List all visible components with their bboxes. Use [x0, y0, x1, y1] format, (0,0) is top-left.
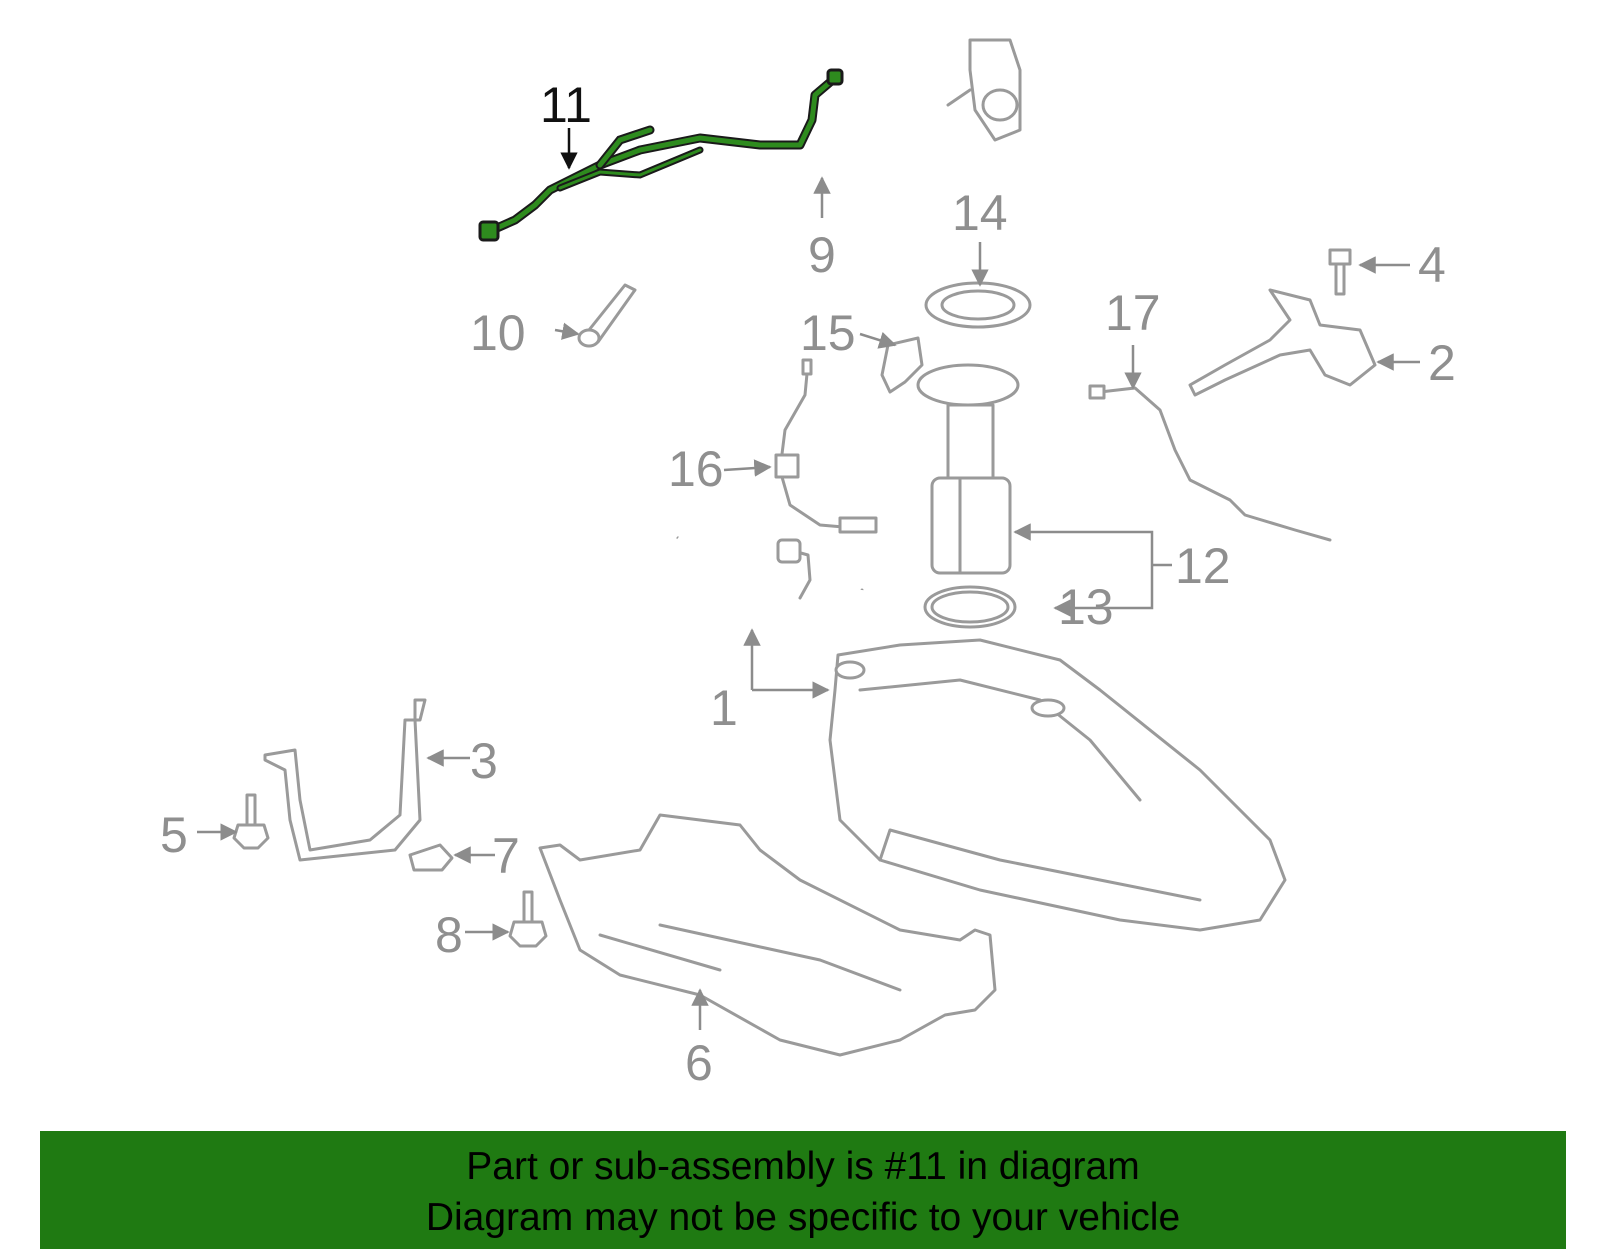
part-13-seal[interactable] [923, 585, 1017, 629]
part-14-lock-ring[interactable] [924, 281, 1032, 329]
part-12-fuel-pump[interactable] [916, 363, 1020, 575]
callout-6: 6 [685, 1035, 713, 1091]
callout-11: 11 [540, 77, 592, 133]
part-16-sender[interactable] [774, 358, 878, 534]
callout-15: 15 [800, 305, 856, 361]
part-8-bolt[interactable] [508, 890, 548, 948]
part-2-bracket[interactable] [1188, 288, 1377, 397]
callout-1: 1 [710, 680, 738, 736]
callout-17: 17 [1105, 285, 1161, 341]
part-9-filler-pipe[interactable] [635, 38, 1022, 260]
part-7-nut[interactable] [408, 843, 454, 872]
callout-10: 10 [470, 305, 526, 361]
part-17-vent-line[interactable] [1088, 384, 1332, 542]
callout-16: 16 [668, 441, 724, 497]
part-6-shield[interactable] [538, 813, 997, 1057]
callout-4: 4 [1418, 237, 1446, 293]
callout-7: 7 [492, 828, 520, 884]
part-11-hose[interactable] [478, 68, 844, 242]
callout-12: 12 [1175, 538, 1231, 594]
part-5-bolt[interactable] [232, 793, 270, 850]
leader-lines [197, 128, 1420, 1030]
callout-2: 2 [1428, 335, 1456, 391]
callout-5: 5 [160, 807, 188, 863]
callout-3: 3 [470, 733, 498, 789]
callout-13: 13 [1058, 579, 1114, 635]
part-3-strap[interactable] [263, 698, 427, 862]
part-10-clamp[interactable] [577, 283, 637, 348]
banner-line-part: Part or sub-assembly is #11 in diagram [466, 1145, 1140, 1188]
callout-9: 9 [808, 227, 836, 283]
part-4-bolt[interactable] [1328, 248, 1352, 296]
callout-14: 14 [952, 185, 1008, 241]
part-1-fuel-tank[interactable] [676, 536, 1287, 932]
callout-8: 8 [435, 907, 463, 963]
part-15-bracket[interactable] [880, 336, 924, 394]
banner-line-disclaimer: Diagram may not be specific to your vehi… [425, 1196, 1181, 1239]
info-banner: Part or sub-assembly is #11 in diagram D… [40, 1131, 1566, 1249]
